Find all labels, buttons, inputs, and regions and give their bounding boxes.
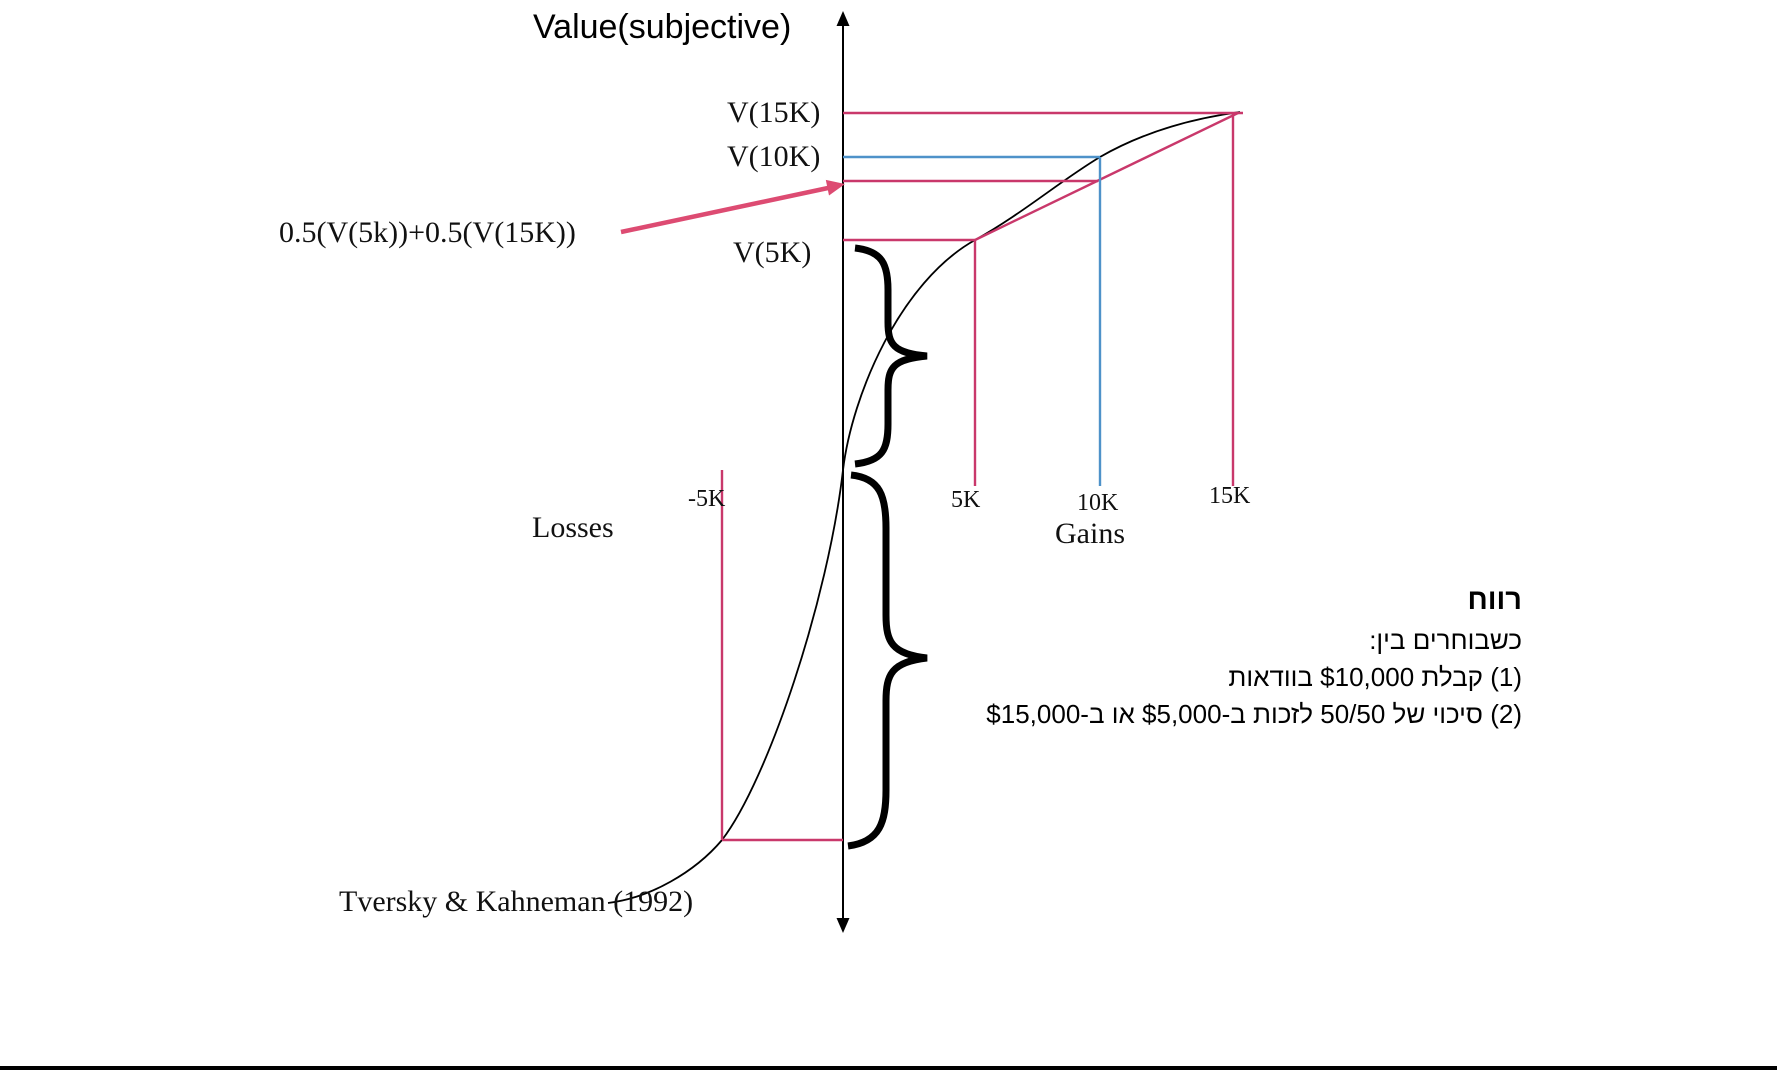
tick-10k: 10K (1077, 490, 1119, 516)
hebrew-note-option-2: (2) סיכוי של 50/50 לזכות ב-$5,000 או ב-$… (986, 699, 1522, 729)
pointer-arrow-line (620, 185, 829, 235)
v5k-label: V(5K) (733, 236, 812, 269)
hebrew-note-intro: כשבוחרים בין: (1369, 625, 1522, 655)
chart-title: Value(subjective) (533, 8, 792, 46)
v15k-label: V(15K) (727, 96, 821, 129)
slide-bottom-border (0, 1066, 1777, 1070)
y-axis-arrow-down (836, 918, 850, 933)
tick-neg-5k: -5K (688, 486, 726, 512)
tick-5k: 5K (951, 487, 981, 513)
losses-axis-label: Losses (532, 511, 614, 544)
gain-value-brace (854, 244, 928, 468)
y-axis-arrow-up (836, 11, 850, 26)
v10k-label: V(10K) (727, 140, 821, 173)
hebrew-note-title: רווח (1467, 584, 1522, 616)
loss-value-brace (847, 471, 928, 850)
gains-axis-label: Gains (1055, 517, 1125, 550)
expected-value-label: 0.5(V(5k))+0.5(V(15K)) (279, 216, 576, 249)
hebrew-note-option-1: (1) קבלת $10,000 בוודאות (1228, 662, 1522, 692)
tick-15k: 15K (1209, 483, 1251, 509)
pointer-arrow-head (825, 179, 845, 196)
citation-label: Tversky & Kahneman (1992) (339, 885, 694, 918)
gamble-chord-line (974, 111, 1239, 242)
